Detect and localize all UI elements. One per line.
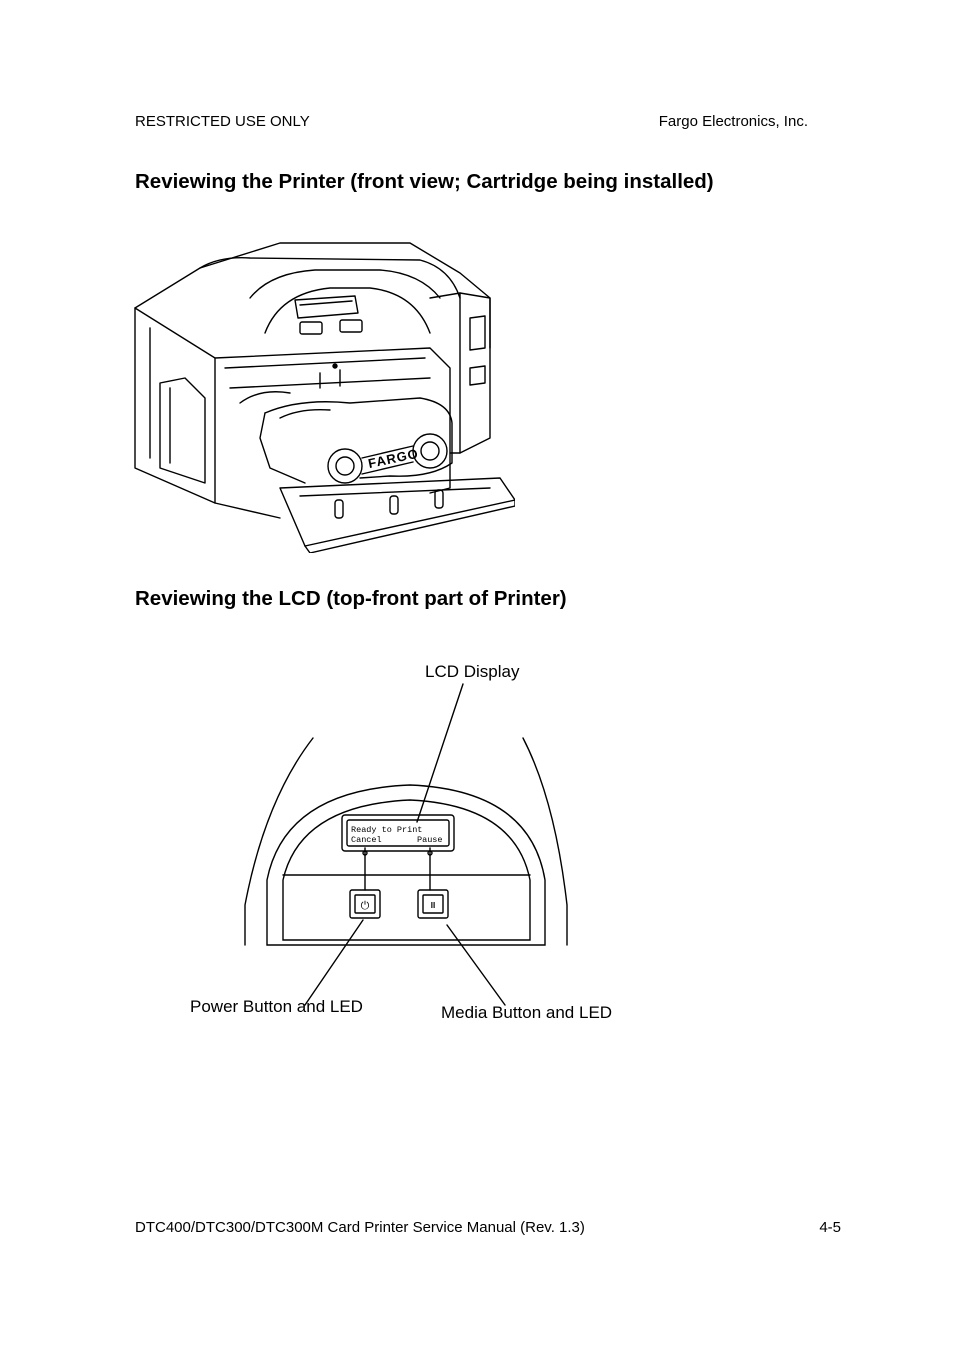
lcd-screen-pause: Pause	[417, 835, 443, 845]
pause-button-icon: II	[431, 901, 435, 910]
lcd-screen-line1: Ready to Print	[351, 825, 422, 835]
running-header-right: Fargo Electronics, Inc.	[658, 113, 808, 130]
running-header-left: RESTRICTED USE ONLY	[135, 113, 310, 130]
page-number: 4-5	[819, 1219, 841, 1236]
printer-front-view-figure: FARGO	[134, 242, 515, 553]
lcd-panel-figure: LCD Display Power Button and LED Media B…	[190, 662, 612, 1022]
callout-media-button: Media Button and LED	[441, 1003, 612, 1022]
running-footer-title: DTC400/DTC300/DTC300M Card Printer Servi…	[135, 1219, 585, 1236]
section-heading-printer: Reviewing the Printer (front view; Cartr…	[135, 170, 714, 193]
callout-power-button: Power Button and LED	[190, 997, 363, 1016]
power-button-icon: ⏻	[361, 900, 370, 912]
callout-lcd-display: LCD Display	[425, 662, 520, 681]
lcd-screen-cancel: Cancel	[351, 835, 382, 845]
section-heading-lcd: Reviewing the LCD (top-front part of Pri…	[135, 587, 567, 610]
